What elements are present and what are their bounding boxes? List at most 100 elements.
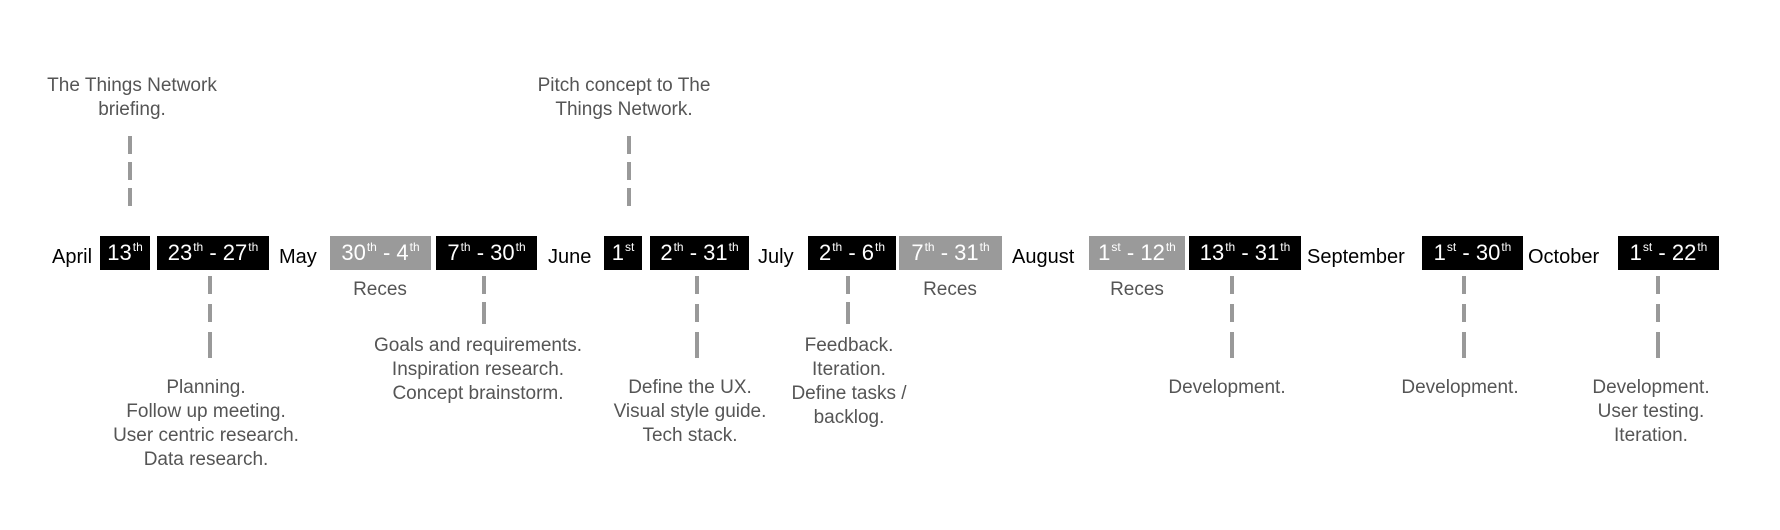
period-start-suffix: st: [1446, 240, 1457, 254]
note-goals: Goals and requirements. Inspiration resea…: [374, 334, 582, 406]
period-pill: 1st - 22th: [1618, 236, 1719, 270]
period-start: 1: [1629, 240, 1642, 265]
period-end: 4: [396, 240, 409, 265]
month-september: September: [1307, 246, 1405, 268]
period-pill: 7th - 30th: [436, 236, 537, 270]
period-separator: -: [842, 240, 862, 265]
period-start: 7: [911, 240, 924, 265]
note-line: Goals and requirements.: [373, 335, 583, 356]
note-line: User centric research.: [113, 425, 299, 446]
note-line: Data research.: [143, 449, 269, 470]
period-start: 23: [167, 240, 193, 265]
note-line: Define tasks /: [791, 383, 907, 404]
period-separator: -: [203, 240, 223, 265]
period-start: 30: [341, 240, 366, 265]
period-separator: -: [934, 240, 955, 265]
period-end-suffix: th: [979, 240, 990, 254]
note-line: Iteration.: [812, 359, 886, 380]
period-start-suffix: th: [1225, 240, 1236, 254]
period-pill: 1st - 30th: [1422, 236, 1523, 270]
note-line: Planning.: [166, 377, 246, 398]
period-start-suffix: th: [673, 240, 684, 254]
period-end: 30: [490, 240, 515, 265]
period-start: 7: [447, 240, 460, 265]
period-end: 31: [1254, 240, 1280, 265]
note-dev-sep: Development.: [1401, 376, 1518, 400]
note-line: Things Network.: [555, 99, 693, 120]
month-october: October: [1528, 246, 1600, 268]
period-start: 13: [1199, 240, 1225, 265]
period-end-suffix: th: [1280, 240, 1291, 254]
month-april: April: [52, 246, 93, 268]
period-separator: -: [1652, 240, 1672, 265]
recess-label-august: Reces: [1110, 279, 1164, 300]
period-start: 1: [1098, 240, 1111, 265]
note-dev-oct: Development. User testing. Iteration.: [1592, 376, 1709, 448]
period-pill: 23th - 27th: [157, 236, 269, 270]
note-line: Concept brainstorm.: [392, 383, 564, 404]
period-start: 1: [1433, 240, 1446, 265]
period-pill: 30th - 4th: [330, 236, 431, 270]
note-line: Iteration.: [1614, 425, 1688, 446]
note-line: Follow up meeting.: [126, 401, 286, 422]
period-end: 22: [1671, 240, 1697, 265]
period-end: 6: [861, 240, 875, 265]
note-line: Development.: [1401, 377, 1519, 398]
period-start-suffix: th: [193, 240, 204, 254]
note-line: Feedback.: [804, 335, 894, 356]
period-pill: 2th - 6th: [808, 236, 896, 270]
period-separator: -: [1235, 240, 1255, 265]
period-start-suffix: st: [624, 240, 635, 254]
note-planning: Planning. Follow up meeting. User centric …: [113, 376, 299, 472]
period-start-suffix: st: [1111, 240, 1121, 254]
month-july: July: [758, 246, 794, 268]
period-start-suffix: th: [460, 240, 471, 254]
note-line: User testing.: [1597, 401, 1705, 422]
period-start: 13: [107, 240, 132, 265]
period-end-suffix: th: [1165, 240, 1176, 254]
period-start-suffix: th: [132, 240, 143, 254]
period-end-suffix: th: [515, 240, 526, 254]
period-end-suffix: th: [1501, 240, 1512, 254]
period-end-suffix: th: [728, 240, 739, 254]
period-separator: -: [683, 240, 704, 265]
period-start-suffix: th: [832, 240, 843, 254]
period-pill: 13th - 31th: [1189, 236, 1301, 270]
period-end: 30: [1475, 240, 1501, 265]
note-line: Visual style guide.: [613, 401, 767, 422]
period-end-suffix: th: [1697, 240, 1708, 254]
period-pill: 7th - 31th: [899, 236, 1002, 270]
period-pill: 1st: [604, 236, 642, 270]
note-line: Development.: [1592, 377, 1710, 398]
note-line: briefing.: [98, 99, 166, 120]
period-end-suffix: th: [409, 240, 420, 254]
period-pill: 13th: [100, 236, 150, 270]
period-start-suffix: st: [1642, 240, 1653, 254]
period-end: 31: [703, 240, 728, 265]
period-pill: 2th - 31th: [650, 236, 749, 270]
period-separator: -: [1120, 240, 1141, 265]
note-line: Define the UX.: [628, 377, 752, 398]
month-may: May: [279, 246, 317, 268]
month-august: August: [1012, 246, 1075, 268]
note-line: backlog.: [813, 407, 885, 428]
period-end-suffix: th: [248, 240, 259, 254]
period-start-suffix: th: [924, 240, 935, 254]
month-june: June: [548, 246, 592, 268]
note-define-ux: Define the UX.Visual style guide.Tech st…: [614, 376, 767, 448]
note-line: Inspiration research.: [391, 359, 565, 380]
period-separator: -: [376, 240, 397, 265]
period-end: 27: [222, 240, 248, 265]
period-end: 12: [1140, 240, 1165, 265]
note-dev-aug: Development.: [1168, 376, 1285, 400]
period-start: 2: [660, 240, 673, 265]
period-start-suffix: th: [366, 240, 377, 254]
period-end: 31: [954, 240, 979, 265]
period-start: 1: [611, 240, 624, 265]
period-start: 2: [818, 240, 832, 265]
period-separator: -: [1456, 240, 1476, 265]
note-line: Pitch concept to The: [537, 75, 711, 96]
